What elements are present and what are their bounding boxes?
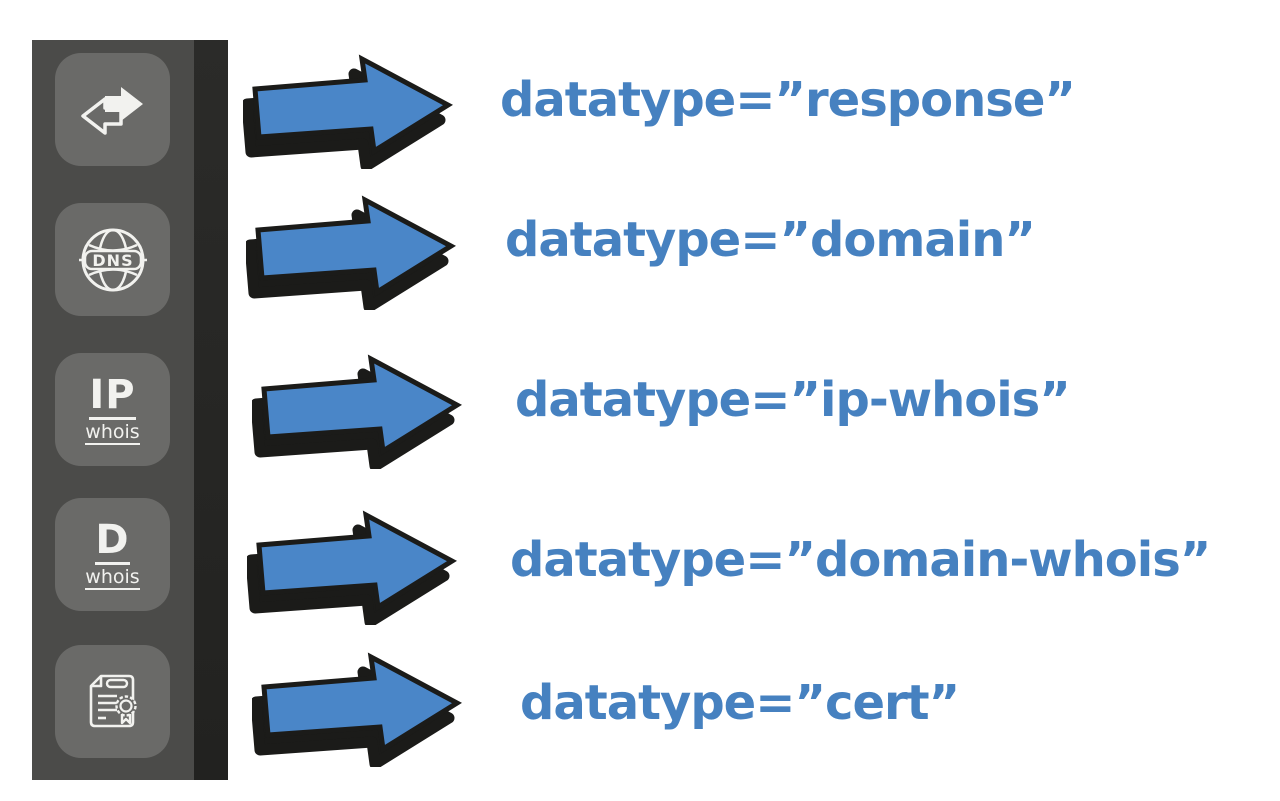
label-datatype-response: datatype=”response” xyxy=(500,72,1076,128)
arrow-row-4 xyxy=(247,510,457,625)
label-datatype-domain: datatype=”domain” xyxy=(505,212,1036,268)
domain-whois-icon-whois-label: whois xyxy=(85,565,140,590)
label-datatype-cert: datatype=”cert” xyxy=(520,675,960,731)
toolbar-sidebar: DNS IP whois D whois xyxy=(32,40,228,780)
arrow-row-1 xyxy=(243,54,453,169)
label-datatype-domain-whois: datatype=”domain-whois” xyxy=(510,532,1211,588)
domain-whois-icon-d-label: D xyxy=(95,516,130,565)
arrow-row-5 xyxy=(252,652,462,767)
sidebar-item-dns[interactable]: DNS xyxy=(55,203,170,316)
ip-whois-icon-ip-label: IP xyxy=(89,371,136,420)
ip-whois-icon-whois-label: whois xyxy=(85,420,140,445)
dns-globe-icon: DNS xyxy=(78,228,147,291)
sidebar-item-request-response[interactable] xyxy=(55,53,170,166)
label-datatype-ip-whois: datatype=”ip-whois” xyxy=(515,372,1071,428)
sidebar-item-ip-whois[interactable]: IP whois xyxy=(55,353,170,466)
sidebar-item-domain-whois[interactable]: D whois xyxy=(55,498,170,611)
sidebar-item-cert[interactable] xyxy=(55,645,170,758)
ip-whois-icon: IP whois xyxy=(85,371,140,445)
arrow-row-3 xyxy=(252,354,462,469)
arrow-row-2 xyxy=(246,195,456,310)
transfer-arrows-icon xyxy=(80,86,143,135)
certificate-icon xyxy=(89,674,137,727)
dns-icon-label: DNS xyxy=(92,251,133,270)
domain-whois-icon: D whois xyxy=(85,516,140,590)
sidebar-dark-edge xyxy=(194,40,228,780)
